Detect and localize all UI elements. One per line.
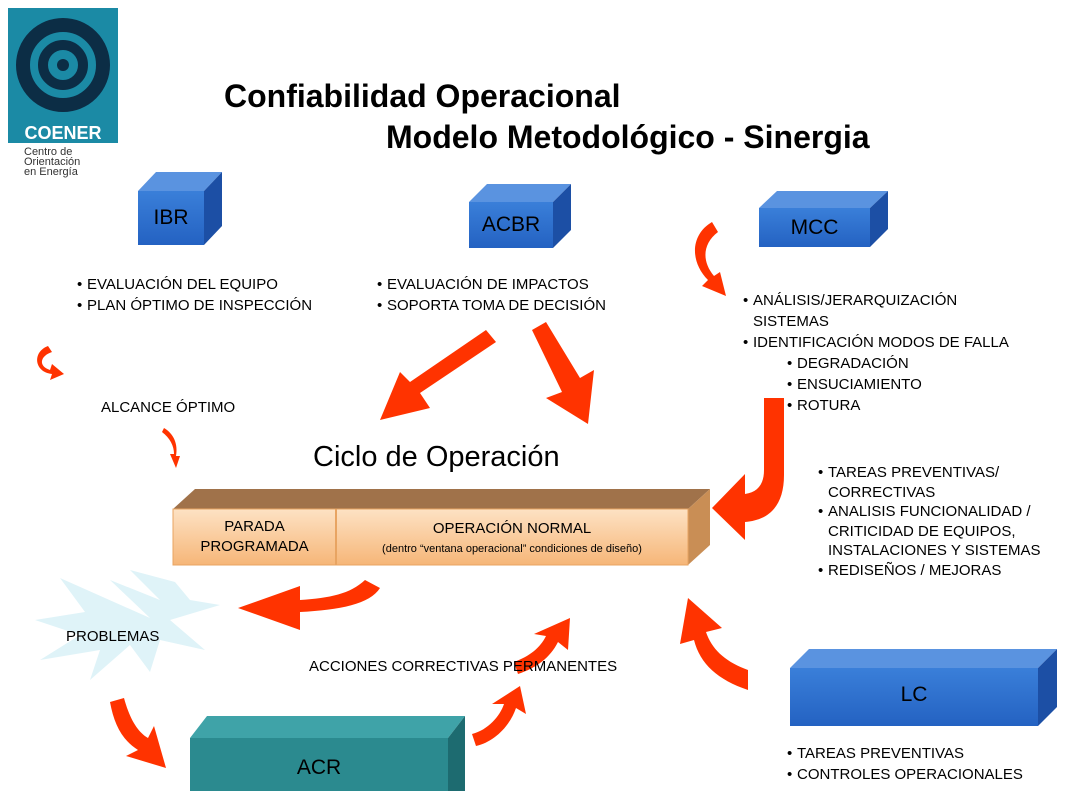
right-bullet-2b: CRITICIDAD DE EQUIPOS,	[828, 522, 1016, 540]
parada-line-2: PROGRAMADA	[200, 538, 309, 555]
acr-label: ACR	[296, 756, 342, 779]
arrow-acbr-left	[380, 330, 496, 420]
title-line-2: Modelo Metodológico - Sinergia	[386, 119, 870, 155]
operacion-sub: (dentro “ventana operacional” condicione…	[382, 543, 642, 555]
ibr-bullet-2: PLAN ÓPTIMO DE INSPECCIÓN	[87, 297, 313, 314]
list-item: •SOPORTA TOMA DE DECISIÓN	[377, 297, 606, 314]
list-item: •DEGRADACIÓN	[787, 355, 909, 372]
logo-subtitle-1: Centro de	[24, 146, 73, 158]
arrow-acr-acciones	[472, 686, 526, 746]
lc-bullet-list: •TAREAS PREVENTIVAS •CONTROLES OPERACION…	[787, 743, 1023, 785]
acbr-bullet-list: •EVALUACIÓN DE IMPACTOS •SOPORTA TOMA DE…	[377, 274, 606, 316]
mcc-bullet-1b: SISTEMAS	[753, 313, 829, 330]
list-item: •REDISEÑOS / MEJORAS	[818, 561, 1002, 579]
ibr-label: IBR	[153, 206, 189, 229]
mcc-box	[759, 191, 888, 247]
arrow-mcc-curve	[694, 222, 726, 296]
arrow-problems-acr	[110, 698, 166, 768]
arrow-small-curl	[37, 346, 64, 380]
right-bullet-1b: CORRECTIVAS	[828, 483, 936, 501]
coener-logo: COENER Centro de Orientación en Energía	[8, 8, 118, 184]
list-item: •CONTROLES OPERACIONALES	[787, 766, 1023, 783]
mcc-sub-2: ENSUCIAMIENTO	[797, 376, 922, 393]
logo-subtitle-3: en Energía	[24, 166, 78, 178]
list-item: •ANÁLISIS/JERARQUIZACIÓN	[743, 292, 958, 309]
lc-bullet-2: CONTROLES OPERACIONALES	[797, 766, 1023, 783]
right-bullet-list: •TAREAS PREVENTIVAS/ CORRECTIVAS •ANALIS…	[818, 463, 1041, 580]
acbr-label: ACBR	[481, 213, 541, 236]
lc-box	[790, 649, 1057, 726]
list-item: •ROTURA	[787, 397, 861, 414]
list-item: •PLAN ÓPTIMO DE INSPECCIÓN	[77, 297, 313, 314]
ibr-box	[138, 172, 222, 245]
logo-brand: COENER	[8, 123, 118, 143]
arrow-lc-bar	[680, 598, 748, 690]
cycle-bar	[172, 489, 710, 566]
right-bullet-2c: INSTALACIONES Y SISTEMAS	[828, 542, 1041, 559]
acr-box	[190, 716, 465, 791]
list-item: •EVALUACIÓN DEL EQUIPO	[77, 276, 278, 293]
arrow-acbr-right	[532, 322, 594, 424]
acciones-label: ACCIONES CORRECTIVAS PERMANENTES	[309, 658, 618, 675]
arrow-mcc-down	[712, 398, 784, 540]
right-bullet-2a: ANALISIS FUNCIONALIDAD /	[828, 503, 1031, 520]
mcc-sub-3: ROTURA	[797, 397, 861, 414]
list-item: •IDENTIFICACIÓN MODOS DE FALLA	[743, 334, 1009, 351]
mcc-bullet-list: •ANÁLISIS/JERARQUIZACIÓN SISTEMAS •IDENT…	[743, 290, 1009, 416]
ibr-bullet-list: •EVALUACIÓN DEL EQUIPO •PLAN ÓPTIMO DE I…	[77, 274, 312, 316]
acbr-bullet-2: SOPORTA TOMA DE DECISIÓN	[387, 297, 606, 314]
right-bullet-1a: TAREAS PREVENTIVAS/	[828, 464, 1000, 481]
arrow-alcance	[162, 428, 180, 468]
logo-subtitle-2: Orientación	[24, 156, 81, 168]
list-item: •ANALISIS FUNCIONALIDAD /	[818, 503, 1031, 520]
list-item: •EVALUACIÓN DE IMPACTOS	[377, 276, 589, 293]
logo-spiral-icon	[8, 8, 118, 123]
operacion-segment: OPERACIÓN NORMAL (dentro “ventana operac…	[336, 519, 688, 559]
list-item: •TAREAS PREVENTIVAS	[787, 745, 964, 762]
operacion-label: OPERACIÓN NORMAL	[432, 520, 592, 537]
problemas-label: PROBLEMAS	[66, 628, 160, 645]
acbr-bullet-1: EVALUACIÓN DE IMPACTOS	[387, 276, 589, 293]
ibr-bullet-1: EVALUACIÓN DEL EQUIPO	[87, 276, 278, 293]
arrow-to-problems	[238, 580, 380, 630]
list-item: •ENSUCIAMIENTO	[787, 376, 922, 393]
acbr-box	[469, 184, 571, 248]
list-item: •TAREAS PREVENTIVAS/	[818, 464, 1000, 481]
arrow-acciones-bar	[514, 618, 570, 674]
alcance-label: ALCANCE ÓPTIMO	[101, 399, 236, 416]
title-line-1: Confiabilidad Operacional	[224, 78, 621, 114]
lc-bullet-1: TAREAS PREVENTIVAS	[797, 745, 964, 762]
parada-segment: PARADA PROGRAMADA	[173, 517, 336, 557]
mcc-bullet-2: IDENTIFICACIÓN MODOS DE FALLA	[753, 334, 1009, 351]
parada-line-1: PARADA	[224, 518, 285, 535]
mcc-label: MCC	[790, 216, 839, 239]
right-bullet-3: REDISEÑOS / MEJORAS	[828, 561, 1002, 579]
cycle-title: Ciclo de Operación	[313, 441, 560, 473]
lc-label: LC	[900, 683, 928, 706]
problems-burst-icon	[35, 570, 220, 680]
mcc-bullet-1a: ANÁLISIS/JERARQUIZACIÓN	[753, 292, 958, 309]
mcc-sub-1: DEGRADACIÓN	[797, 355, 909, 372]
